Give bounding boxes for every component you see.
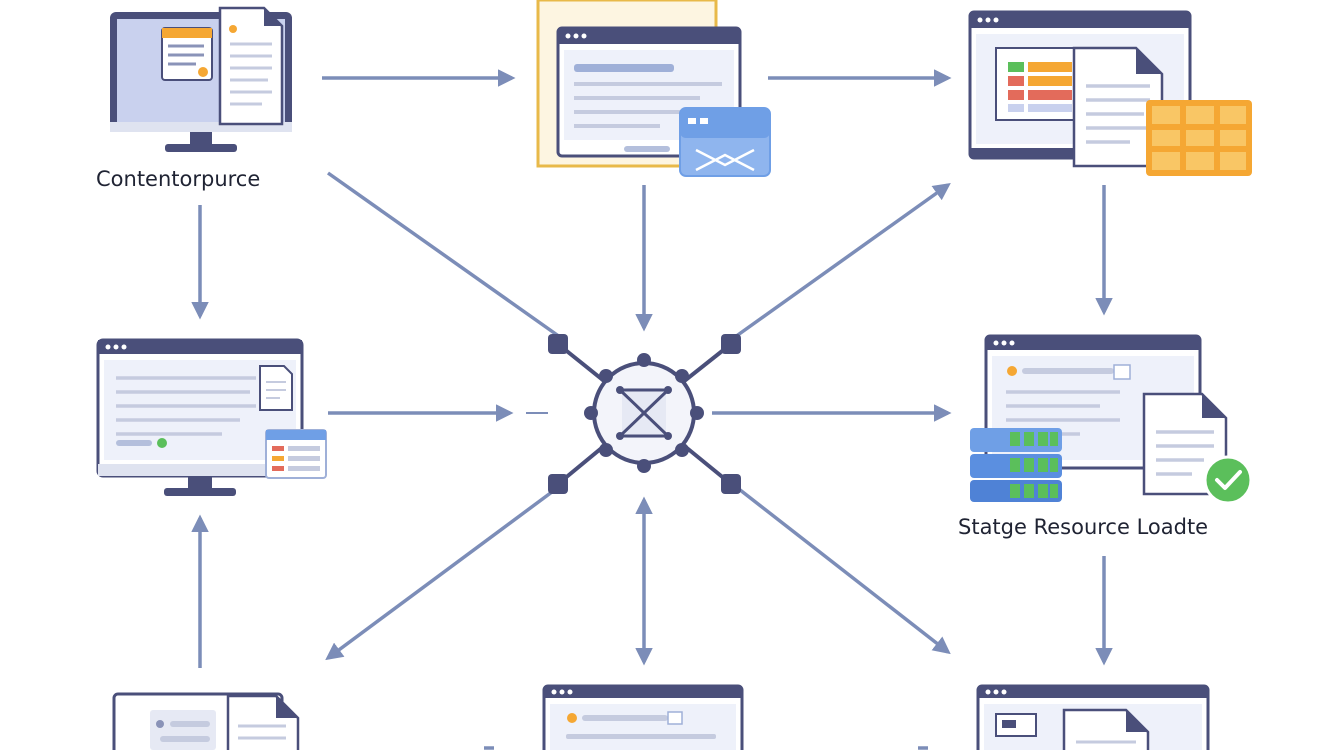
stage-resource-loader-label: Statge Resource Loadte xyxy=(958,515,1209,539)
arrow-hub-to-bottomleft xyxy=(325,484,562,661)
document-icon xyxy=(226,694,300,750)
spreadsheet-icon xyxy=(265,429,327,479)
arrows xyxy=(191,69,1113,750)
database-icon xyxy=(970,428,1062,502)
network-hub-icon xyxy=(548,334,741,494)
arrow-hub-to-bottomright xyxy=(733,484,951,655)
content-source-label: Contentorpurce xyxy=(96,167,261,191)
document-icon xyxy=(1072,46,1164,168)
document-icon xyxy=(1062,708,1150,750)
document-icon xyxy=(218,6,284,126)
arrow-hub-to-topright xyxy=(733,182,951,339)
desktop-monitor-icon xyxy=(96,338,304,496)
checkmark-icon xyxy=(1203,455,1253,505)
arrow-topleft-to-hub xyxy=(326,171,562,339)
document-icon xyxy=(1142,392,1228,496)
spreadsheet-icon xyxy=(1146,100,1252,176)
browser-window-icon xyxy=(542,684,744,750)
card-icon xyxy=(679,107,771,177)
